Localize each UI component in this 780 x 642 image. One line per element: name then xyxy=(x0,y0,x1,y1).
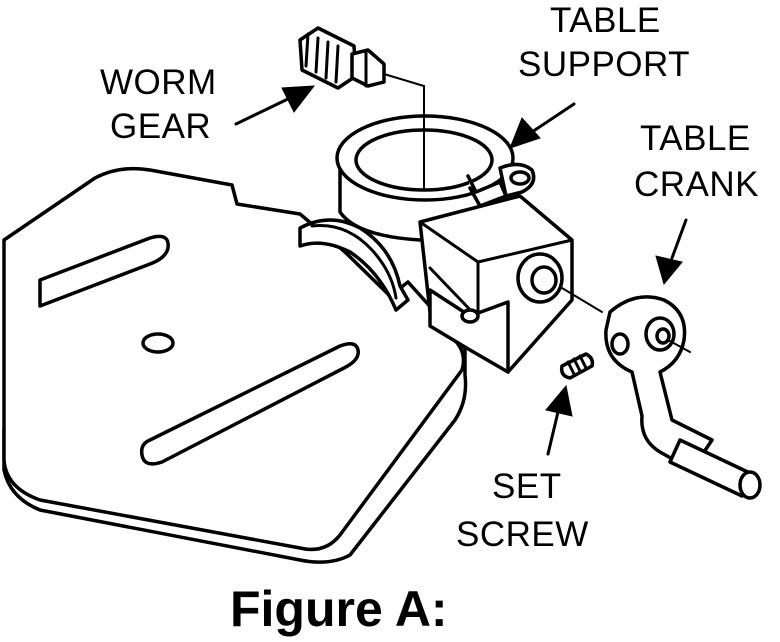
worm-gear-arrow xyxy=(234,85,316,126)
worm-gear xyxy=(298,26,425,189)
set-screw xyxy=(559,352,595,380)
table-support-label-line2: SUPPORT xyxy=(518,45,690,84)
table-crank-label-line2: CRANK xyxy=(634,165,759,204)
table-arm xyxy=(298,218,410,312)
table-support-label-line1: TABLE xyxy=(550,1,661,40)
table-crank-arrow xyxy=(655,218,688,286)
worm-gear-label-line1: WORM xyxy=(100,63,217,102)
set-screw-label-line2: SCREW xyxy=(456,515,589,554)
set-screw-arrow xyxy=(545,384,573,456)
set-screw-label-line1: SET xyxy=(492,467,562,506)
table-crank xyxy=(561,287,762,500)
table-support-arrow xyxy=(509,102,576,149)
worm-gear-label-line2: GEAR xyxy=(110,107,211,146)
table-crank-label-line1: TABLE xyxy=(640,119,751,158)
work-table xyxy=(2,166,468,564)
figure-caption: Figure A: xyxy=(230,581,448,637)
